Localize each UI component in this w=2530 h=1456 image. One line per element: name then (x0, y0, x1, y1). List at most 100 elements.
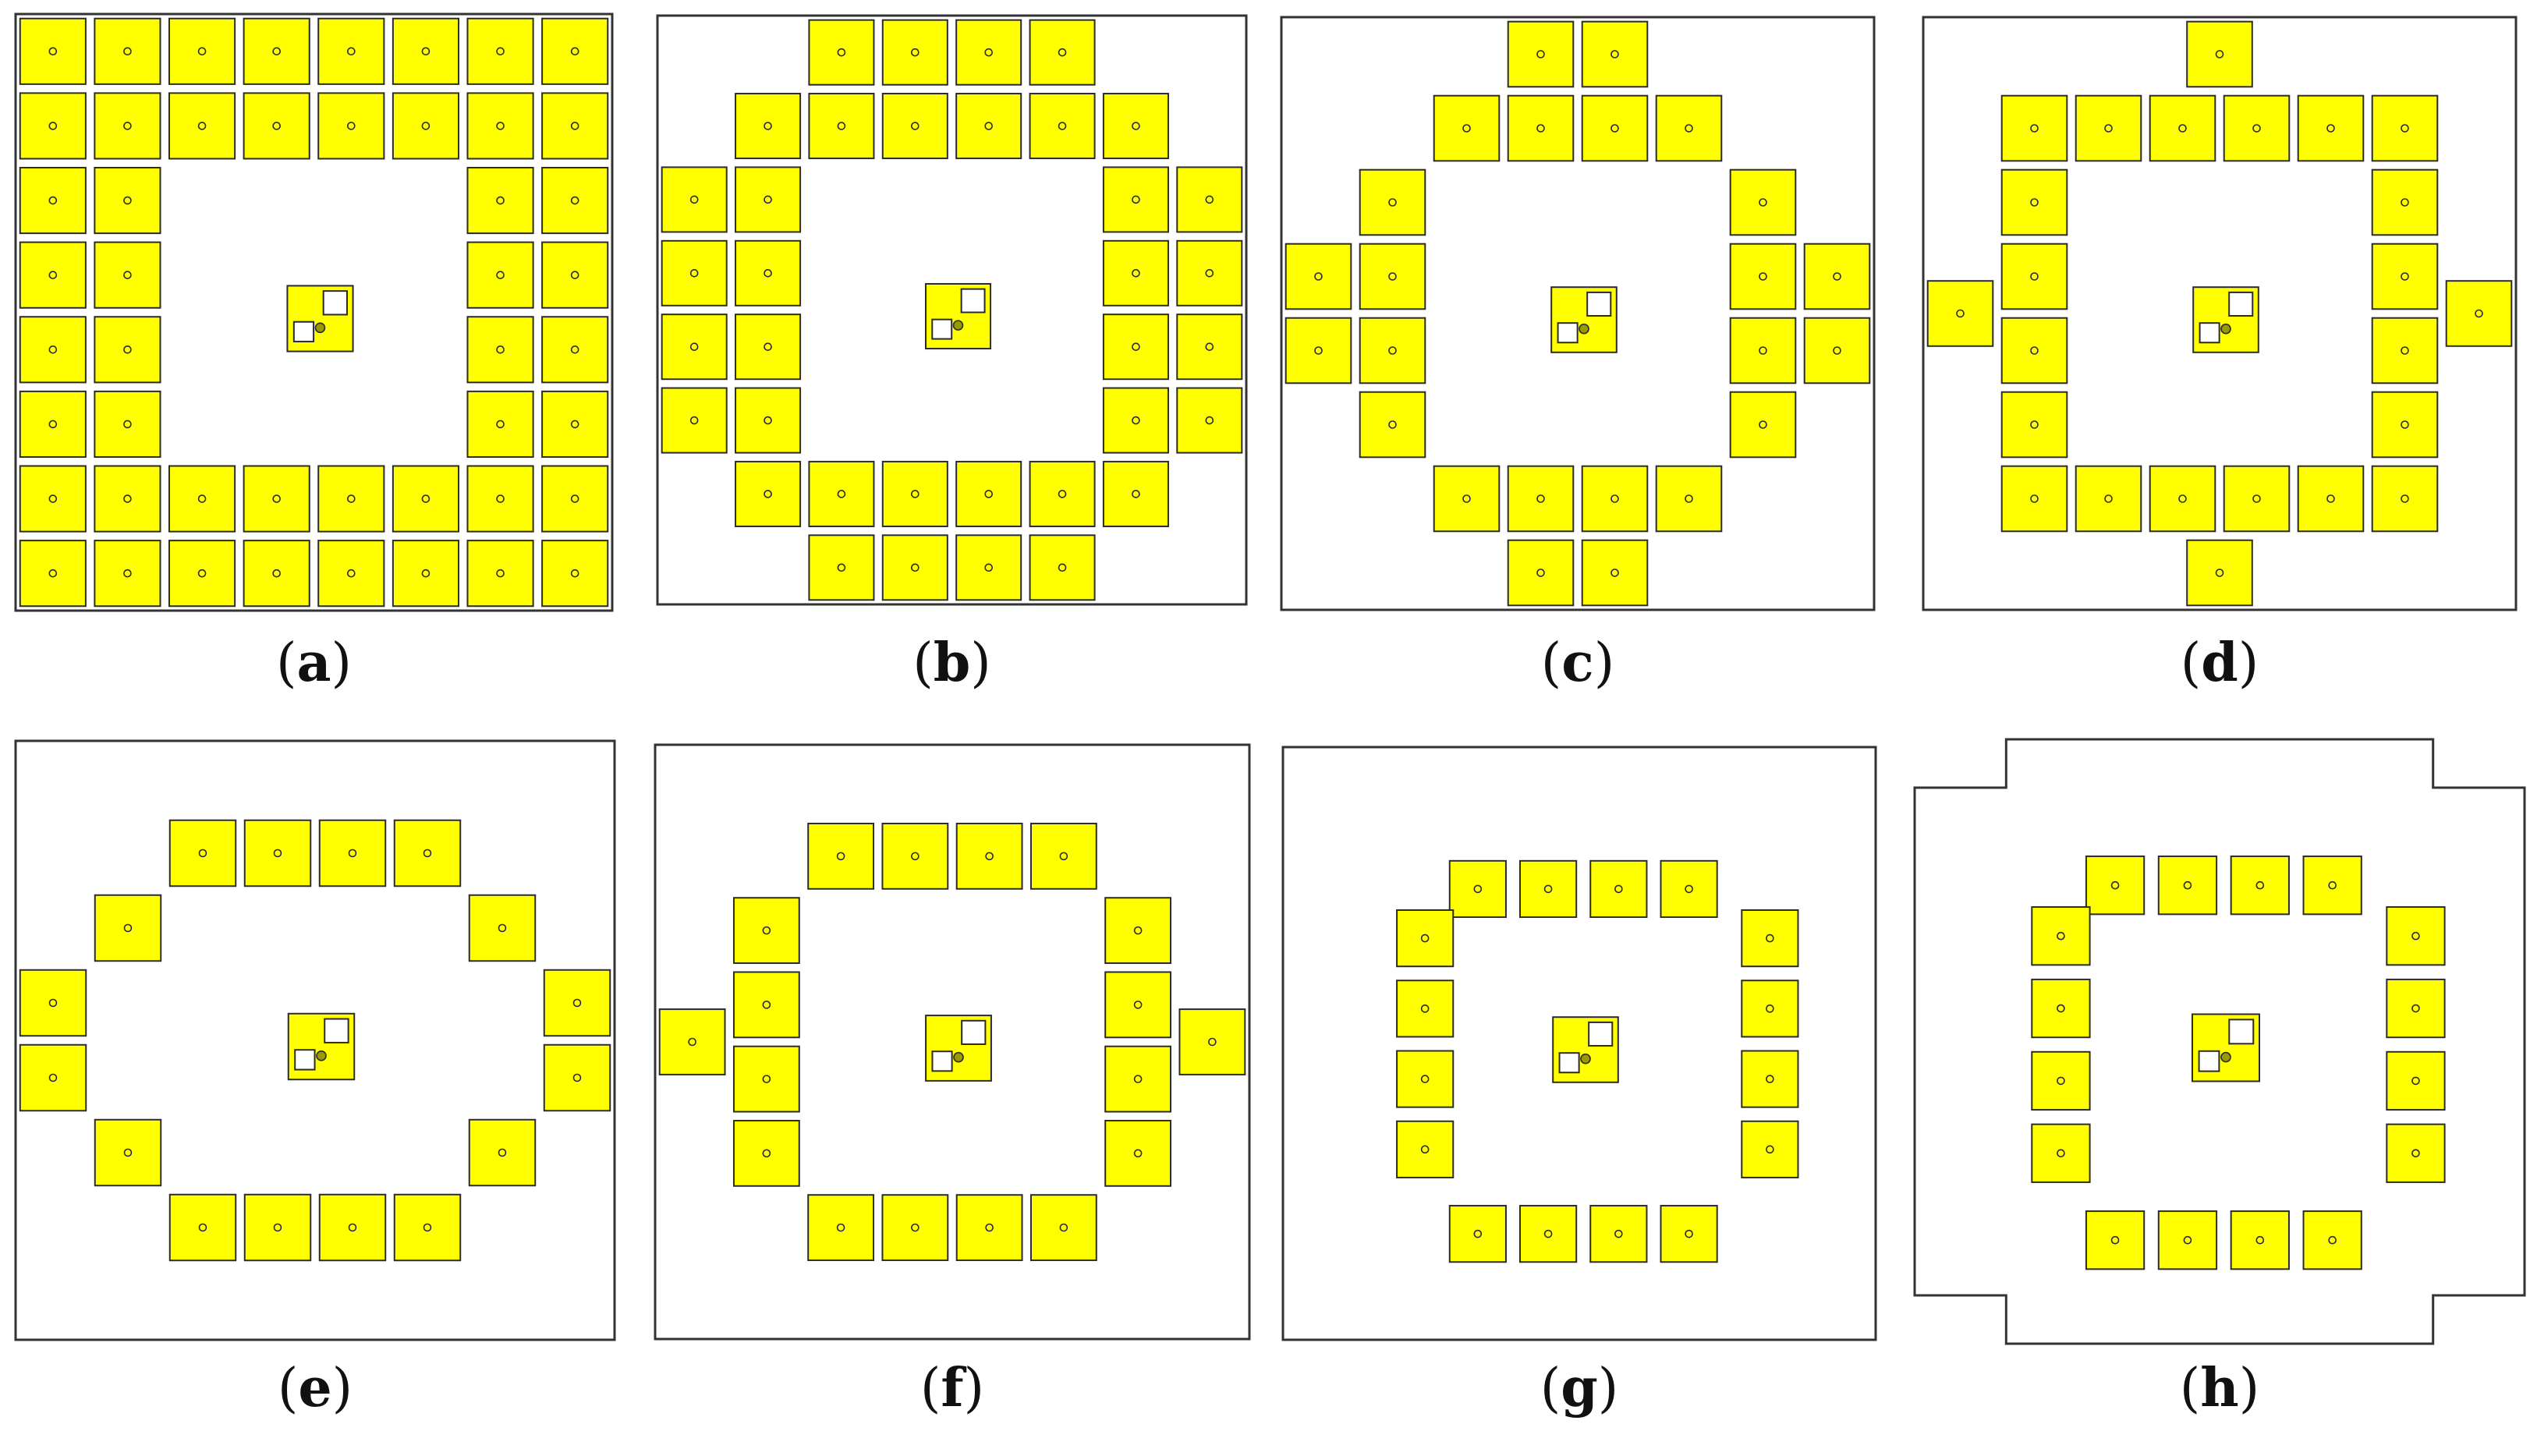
feed-point (2220, 323, 2231, 335)
via-dot (123, 420, 132, 429)
parasitic-patch (955, 460, 1022, 527)
via-dot (1833, 346, 1841, 355)
center-feed-element (287, 1012, 356, 1081)
parasitic-patch (243, 465, 310, 533)
board-outline (1281, 746, 1877, 1341)
via-dot (1462, 124, 1471, 133)
via-dot (496, 196, 505, 205)
via-dot (48, 420, 58, 429)
via-dot (347, 569, 356, 578)
parasitic-patch (1741, 1120, 1799, 1178)
parasitic-patch (1589, 1205, 1648, 1263)
via-dot (688, 1037, 696, 1047)
via-dot (764, 490, 772, 498)
panel-letter: e (298, 1357, 332, 1419)
via-dot (273, 1223, 282, 1232)
via-dot (762, 1075, 771, 1083)
parasitic-patch (1359, 391, 1426, 459)
panel-c (1280, 16, 1876, 611)
slot-upper (324, 1018, 349, 1043)
via-dot (837, 563, 846, 572)
via-dot (123, 47, 132, 56)
parasitic-patch (2000, 168, 2068, 236)
via-dot (1685, 494, 1693, 503)
via-dot (1543, 884, 1553, 894)
via-dot (272, 569, 281, 578)
panel-f (654, 743, 1251, 1341)
via-dot (496, 47, 505, 56)
parasitic-patch (1729, 168, 1797, 236)
feed-point (316, 1050, 327, 1061)
via-dot (762, 1149, 771, 1158)
parasitic-patch (541, 316, 609, 384)
parasitic-patch (955, 822, 1023, 890)
parasitic-patch (2445, 280, 2513, 347)
via-dot (570, 47, 579, 56)
slot-lower (2198, 1050, 2220, 1072)
via-dot (2328, 1235, 2337, 1245)
via-dot (1536, 569, 1545, 577)
via-dot (1956, 309, 1965, 318)
parasitic-patch (2371, 391, 2439, 459)
via-dot (2057, 1004, 2065, 1013)
parasitic-patch (168, 92, 236, 160)
parasitic-patch (1029, 93, 1096, 160)
parasitic-patch (94, 166, 161, 235)
via-dot (1059, 1223, 1068, 1232)
via-dot (1420, 1145, 1430, 1154)
parasitic-patch (468, 1118, 537, 1187)
parasitic-patch (658, 1008, 726, 1075)
parasitic-patch (2075, 465, 2142, 533)
via-dot (2057, 1076, 2065, 1086)
via-dot (984, 48, 993, 57)
parasitic-patch (2157, 856, 2218, 916)
via-dot (2057, 1149, 2065, 1158)
via-dot (1132, 269, 1140, 278)
via-dot (1205, 416, 1214, 425)
parasitic-patch (2085, 856, 2146, 916)
panel-h (1913, 738, 2526, 1345)
via-dot (1610, 494, 1619, 503)
panel-caption-e: (e) (277, 1357, 353, 1419)
via-dot (2401, 420, 2409, 429)
parasitic-patch (2297, 465, 2365, 533)
panel-caption-b: (b) (912, 632, 991, 694)
via-dot (123, 494, 132, 503)
via-dot (123, 122, 132, 130)
parasitic-patch (1433, 94, 1501, 162)
parasitic-patch (168, 540, 236, 608)
parasitic-patch (1176, 314, 1243, 381)
parasitic-patch (1589, 859, 1648, 919)
parasitic-patch (2230, 856, 2290, 916)
via-dot (498, 923, 507, 933)
feed-point (2220, 1051, 2231, 1063)
parasitic-patch (735, 166, 802, 233)
slot-upper (1588, 1021, 1614, 1047)
parasitic-patch (466, 465, 534, 533)
via-dot (123, 196, 132, 205)
via-dot (48, 122, 58, 130)
parasitic-patch (318, 1193, 387, 1262)
slot-lower (1558, 1052, 1580, 1074)
parasitic-patch (1396, 909, 1455, 968)
via-dot (1833, 272, 1841, 281)
parasitic-patch (881, 822, 949, 890)
via-dot (1766, 1004, 1774, 1013)
parasitic-patch (1176, 239, 1243, 306)
via-dot (2411, 1149, 2420, 1158)
parasitic-patch (317, 17, 385, 85)
via-dot (1132, 122, 1140, 130)
via-dot (1462, 494, 1471, 503)
via-dot (1133, 1001, 1143, 1009)
parasitic-patch (735, 93, 802, 160)
parasitic-patch (543, 969, 611, 1037)
via-dot (1543, 1229, 1553, 1238)
via-dot (984, 122, 993, 130)
slot-upper (2228, 1018, 2255, 1045)
parasitic-patch (392, 17, 460, 85)
parasitic-patch (168, 1193, 237, 1262)
parasitic-patch (243, 17, 310, 85)
via-dot (123, 271, 132, 279)
via-dot (2057, 931, 2065, 941)
panel-b (656, 14, 1248, 606)
